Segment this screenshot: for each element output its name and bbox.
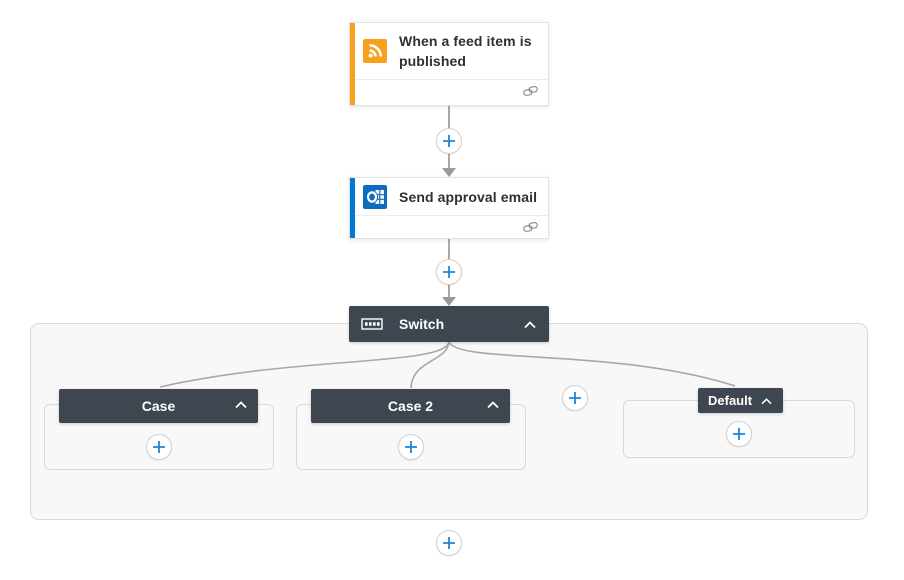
trigger-title: When a feed item is published [399,33,532,69]
plus-icon [443,135,455,147]
arrow-down-icon [442,297,456,306]
add-action-button[interactable] [726,421,752,447]
case-header[interactable]: Case [59,389,258,423]
switch-icon [361,318,383,330]
chevron-up-icon[interactable] [486,400,500,409]
case-label: Case [141,398,176,414]
plus-icon [569,392,581,404]
connection-icon [523,86,538,96]
trigger-accent-bar [350,23,355,105]
add-action-button[interactable] [398,434,424,460]
plus-icon [443,266,455,278]
chevron-up-icon[interactable] [234,400,248,409]
case-label: Default [708,393,753,408]
add-action-button[interactable] [146,434,172,460]
plus-icon [733,428,745,440]
action-card[interactable]: Send approval email [349,177,549,239]
plus-icon [153,441,165,453]
chevron-up-icon[interactable] [523,320,537,329]
arrow-down-icon [442,168,456,177]
switch-header[interactable]: Switch [349,306,549,342]
action-title: Send approval email [399,189,538,205]
rss-icon [363,39,387,63]
connection-icon [523,222,538,232]
chevron-up-icon[interactable] [760,397,773,405]
action-accent-bar [350,178,355,238]
default-case-header[interactable]: Default [698,388,784,413]
add-case-button[interactable] [562,385,588,411]
insert-step-button[interactable] [436,259,462,285]
plus-icon [443,537,455,549]
insert-step-button[interactable] [436,128,462,154]
trigger-card[interactable]: When a feed item is published [349,22,549,106]
case-header[interactable]: Case 2 [311,389,510,423]
plus-icon [405,441,417,453]
insert-step-button[interactable] [436,530,462,556]
outlook-icon [363,185,387,209]
switch-label: Switch [399,316,445,332]
case-label: Case 2 [387,398,434,414]
